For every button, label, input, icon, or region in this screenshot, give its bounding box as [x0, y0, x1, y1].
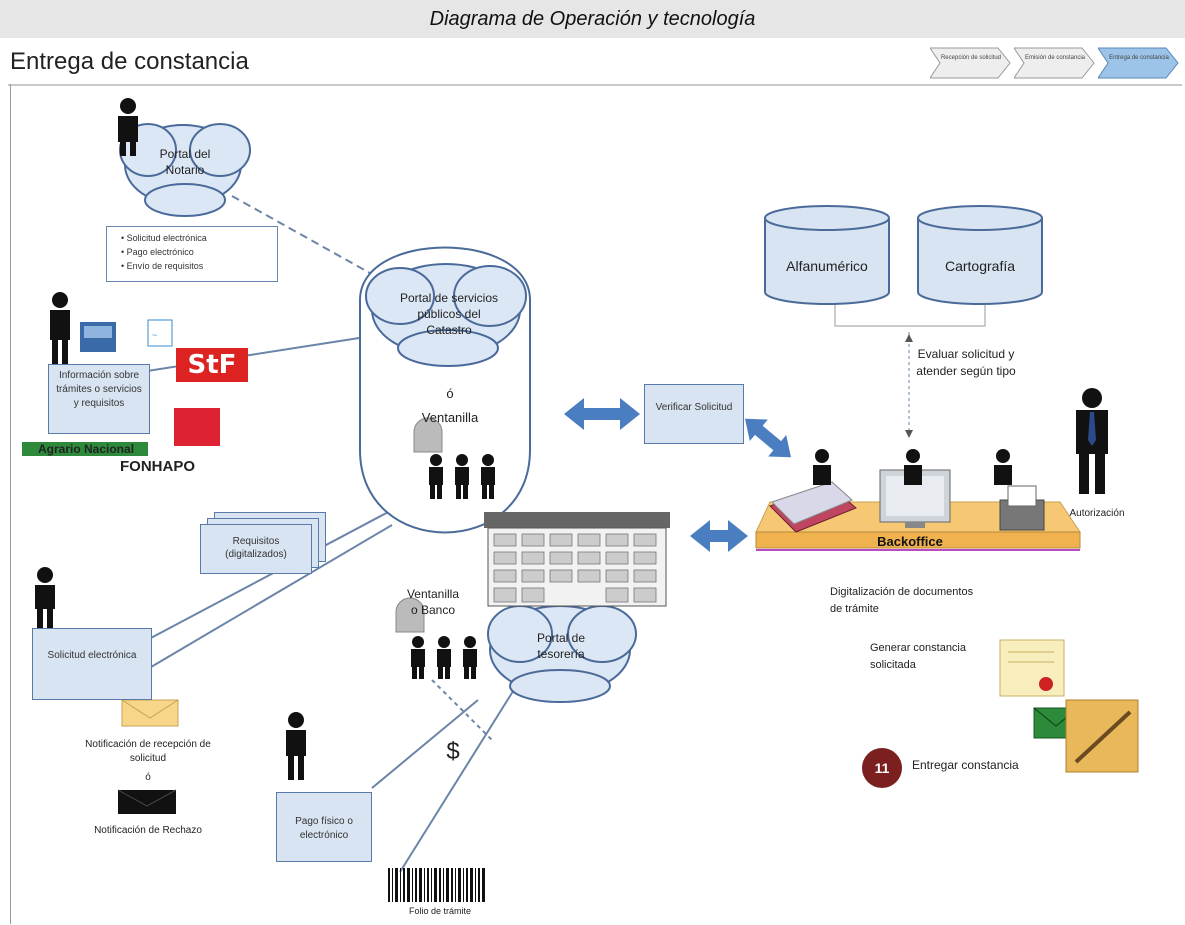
digitalizacion-label: Digitalización de documentos de trámite	[830, 586, 974, 615]
generar-label: Generar constancia solicitada	[870, 642, 966, 671]
step-number-badge: 11	[862, 748, 902, 788]
printer-icon	[999, 485, 1045, 531]
pago-box: Pago físico o electrónico	[276, 792, 372, 862]
step-chevron-3-active[interactable]: Entrega de constancia	[1098, 46, 1180, 80]
backoffice-label: Backoffice	[877, 534, 943, 549]
arrow-up-icon	[905, 334, 913, 342]
svg-text:~: ~	[152, 330, 157, 340]
entregar-label: Entregar constancia	[912, 758, 1019, 772]
tie-icon	[1088, 412, 1096, 446]
notario-service-item: • Pago electrónico	[121, 247, 194, 257]
double-arrow-building-backoffice	[690, 520, 748, 552]
notificacion-rechazo-label: Notificación de Rechazo	[94, 825, 202, 836]
agrario-logo-bar	[22, 442, 148, 456]
notario-service-item: • Envío de requisitos	[121, 261, 204, 271]
left-border	[10, 84, 11, 924]
portal-notario-label[interactable]: Portal del Notario	[159, 147, 211, 177]
portal-servicios-label[interactable]: Portal de servicios públicos del Catastr…	[399, 291, 499, 337]
database-cartografia-label: Cartografía	[944, 258, 1016, 274]
building-icon	[484, 512, 670, 607]
notario-service-item: • Solicitud electrónica	[121, 233, 207, 243]
solicitud-box: Solicitud electrónica	[32, 628, 152, 700]
double-arrow-verificar-backoffice	[745, 418, 791, 458]
step-label-3: Entrega de constancia	[1109, 55, 1169, 61]
arrow-down-icon	[905, 430, 913, 438]
person-icons	[35, 98, 1108, 780]
ventanilla-label: Ventanilla	[421, 410, 479, 425]
cloud-portal-notario	[119, 123, 251, 217]
database-cartografia	[917, 205, 1043, 305]
database-alfanumerico-label: Alfanumérico	[786, 258, 868, 274]
step-chevron-1[interactable]: Recepción de solicitud	[930, 46, 1012, 80]
ventanilla-banco-label: Ventanilla o Banco	[406, 587, 460, 617]
dollar-sign: $	[446, 738, 460, 765]
notario-services-box: • Solicitud electrónica • Pago electróni…	[106, 226, 278, 282]
agrario-logo-text: Agrario Nacional	[38, 442, 135, 456]
cloud-portal-tesoreria	[487, 605, 637, 703]
verificar-box: Verificar Solicitud	[644, 384, 744, 444]
page-title: Entrega de constancia	[10, 48, 249, 75]
cloud-portal-servicios	[365, 263, 527, 367]
connector-lines	[99, 195, 910, 873]
folio-label: Folio de trámite	[408, 906, 472, 916]
autorizacion-label: Autorización	[1069, 508, 1125, 519]
notificacion-recepcion-label: Notificación de recepción de solicitud	[85, 739, 211, 764]
requisitos-box: Requisitos (digitalizados)	[200, 524, 312, 574]
title-divider	[8, 84, 1182, 86]
agency-logo-icons: ~	[80, 319, 173, 352]
step-chevron-2[interactable]: Emisión de constancia	[1014, 46, 1096, 80]
delivery-image-icon	[1065, 699, 1139, 773]
step-label-2: Emisión de constancia	[1024, 55, 1086, 61]
certificate-icon	[999, 639, 1065, 697]
barcode-icon	[388, 868, 485, 902]
step-label-1: Recepción de solicitud	[940, 55, 1002, 61]
fonhapo-logo-text: FONHAPO	[120, 458, 195, 475]
binder-icon	[769, 481, 857, 533]
evaluar-label: Evaluar solicitud y atender según tipo	[916, 347, 1016, 378]
infonavit-logo	[174, 408, 220, 446]
stf-logo: StF	[176, 348, 248, 382]
double-arrow-portal-verificar	[564, 398, 640, 430]
envelope-icons	[117, 699, 1079, 814]
database-alfanumerico	[764, 205, 890, 305]
diagram-banner: Diagrama de Operación y tecnología	[0, 0, 1185, 38]
ventanilla-or-label: ó	[446, 386, 454, 401]
portal-tesoreria-label[interactable]: Portal de tesorería	[536, 631, 586, 661]
notificacion-or-label: ó	[145, 772, 151, 783]
db-bracket	[834, 300, 986, 327]
informacion-box: Información sobre trámites o servicios y…	[48, 364, 150, 434]
counter-clerk-icons	[395, 417, 443, 633]
